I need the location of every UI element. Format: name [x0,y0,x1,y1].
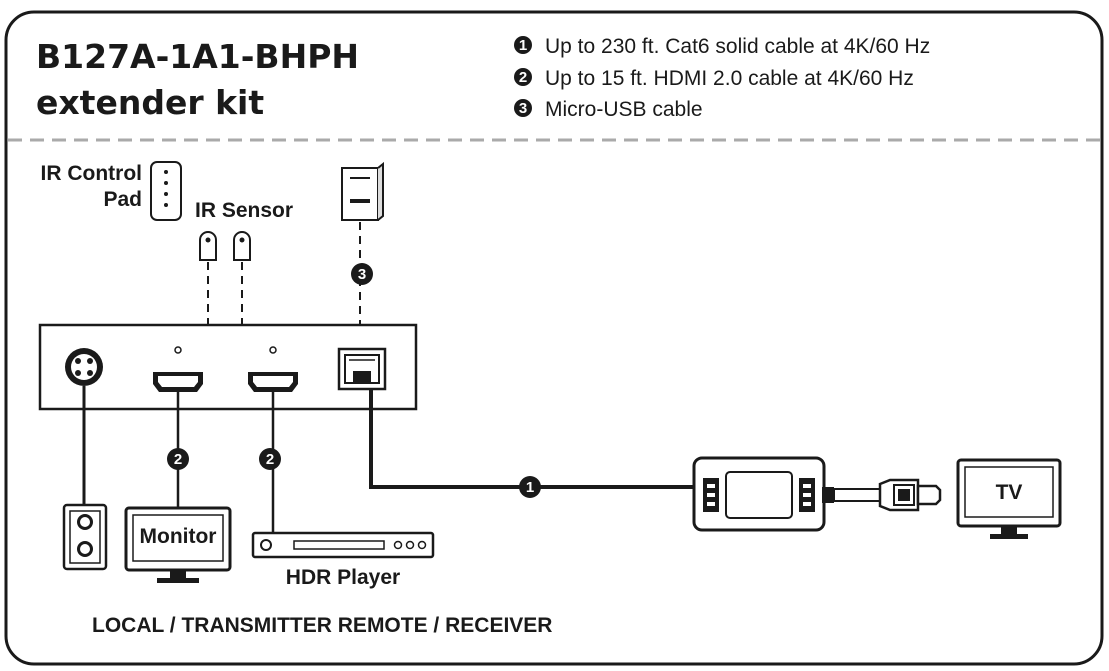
ir-control-label-line2: Pad [103,188,142,211]
hdmi-port-2-icon [248,372,298,392]
hdmi-port-1-icon [153,372,203,392]
power-port-icon [65,348,103,386]
legend-marker-3-number: 3 [519,100,527,117]
legend-item-1: 1 Up to 230 ft. Cat6 solid cable at 4K/6… [514,35,930,58]
legend-marker-3 [514,99,532,117]
led-1 [174,346,182,354]
legend-marker-1 [514,36,532,54]
legend-text-1: Up to 230 ft. Cat6 solid cable at 4K/60 … [545,35,930,58]
cat6-cable-marker-number: 1 [526,479,534,496]
ir-sensor-icon-2 [233,231,251,261]
hdr-player-label: HDR Player [286,566,400,589]
legend-marker-2 [514,68,532,86]
title-line1: B127A-1A1-BHPH [36,37,359,76]
legend-marker-2-number: 2 [519,69,527,86]
legend-item-2: 2 Up to 15 ft. HDMI 2.0 cable at 4K/60 H… [514,67,914,90]
ir-control-label-line1: IR Control [41,162,142,185]
ir-sensor-label: IR Sensor [195,199,293,222]
receiver-unit-icon [692,456,826,532]
hdmi-cable-player-marker: 2 [259,448,281,470]
monitor-label: Monitor [140,525,217,548]
hdr-player-icon [251,531,435,559]
rj45-port-icon [337,347,387,391]
tv-icon [956,458,1062,539]
led-2 [269,346,277,354]
usb-cable-marker-number: 3 [358,266,366,283]
cat6-cable [369,389,702,489]
legend-item-3: 3 Micro-USB cable [514,98,703,121]
ir-sensor-icon-1 [199,231,217,261]
monitor-icon [124,506,232,583]
legend-marker-1-number: 1 [519,37,527,54]
hdmi-cable-monitor-marker: 2 [167,448,189,470]
tv-label: TV [996,481,1023,504]
wall-outlet-icon [62,503,108,571]
legend-text-3: Micro-USB cable [545,98,703,121]
legend: 1 Up to 230 ft. Cat6 solid cable at 4K/6… [514,35,930,121]
usb-cable-marker: 3 [351,263,373,285]
hdmi-cable-monitor-marker-number: 2 [174,451,182,468]
title-line2: extender kit [36,83,264,122]
receiver-hdmi-plug-icon [822,478,942,512]
outer-frame [4,10,1104,666]
legend-text-2: Up to 15 ft. HDMI 2.0 cable at 4K/60 Hz [545,67,914,90]
ir-control-pad-icon [150,161,182,221]
footer-label: LOCAL / TRANSMITTER REMOTE / RECEIVER [92,614,552,637]
usb-power-adapter-icon [341,161,384,221]
hdmi-cable-player-marker-number: 2 [266,451,274,468]
cat6-cable-marker: 1 [519,476,541,498]
